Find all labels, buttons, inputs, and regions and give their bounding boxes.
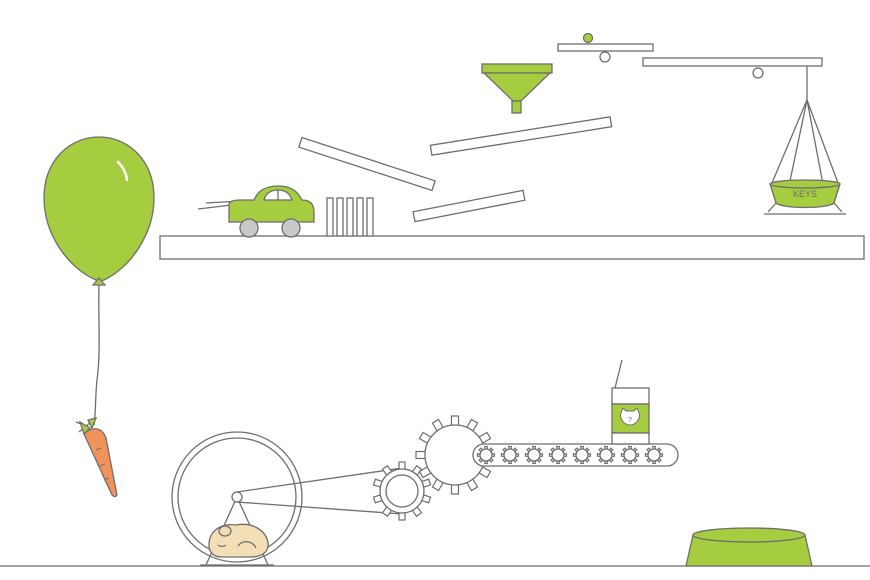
gear-small: [372, 461, 432, 521]
carrot-body: [83, 428, 118, 498]
ramp-upper-right: [429, 116, 613, 156]
ball: [582, 32, 594, 44]
gear-body: [527, 448, 541, 462]
gear-large: [415, 415, 495, 495]
conveyor-roller: [644, 445, 664, 465]
ramp-lower: [412, 189, 526, 223]
conveyor-roller: [476, 445, 496, 465]
pivot-top: [599, 51, 611, 63]
basket-label: KEYS: [793, 189, 817, 199]
gear-body: [623, 448, 637, 462]
funnel: [481, 63, 553, 114]
milk-carton: ?: [611, 359, 650, 445]
gear-body: [479, 448, 493, 462]
conveyor-roller: [620, 445, 640, 465]
gear-body: [503, 448, 517, 462]
car-wheel-front: [281, 218, 301, 238]
balloon-highlight: [116, 160, 129, 182]
wheel-hub: [231, 491, 243, 503]
gear-body: [647, 448, 661, 462]
keys-basket: KEYS: [764, 99, 846, 215]
svg-text:?: ?: [628, 417, 632, 424]
pet-bowl: [685, 527, 813, 567]
lever-arm: [642, 57, 823, 100]
carrot: [75, 417, 118, 498]
conveyor-roller: [500, 445, 520, 465]
cat-icon: ?: [620, 407, 640, 426]
car-body: [228, 185, 315, 223]
conveyor-roller: [524, 445, 544, 465]
balloon-body: [43, 136, 155, 282]
seesaw-top: [557, 32, 654, 63]
gear-body: [575, 448, 589, 462]
conveyor-belt: [472, 443, 679, 467]
dominoes: [326, 197, 374, 237]
conveyor-roller: [548, 445, 568, 465]
conveyor-roller: [572, 445, 592, 465]
balloon: [43, 136, 155, 426]
ramp-upper-left: [298, 136, 436, 192]
conveyor-roller: [596, 445, 616, 465]
wheel-outer: [171, 431, 303, 563]
drive-belt: [236, 467, 403, 515]
gear-body: [599, 448, 613, 462]
toy-car: [197, 185, 315, 238]
shelf: [159, 235, 865, 260]
hamster: [208, 523, 269, 558]
pivot-lever: [752, 67, 764, 79]
balloon-string: [93, 284, 100, 426]
car-wheel-back: [239, 218, 259, 238]
gear-body: [551, 448, 565, 462]
gear-ring: [385, 474, 419, 508]
